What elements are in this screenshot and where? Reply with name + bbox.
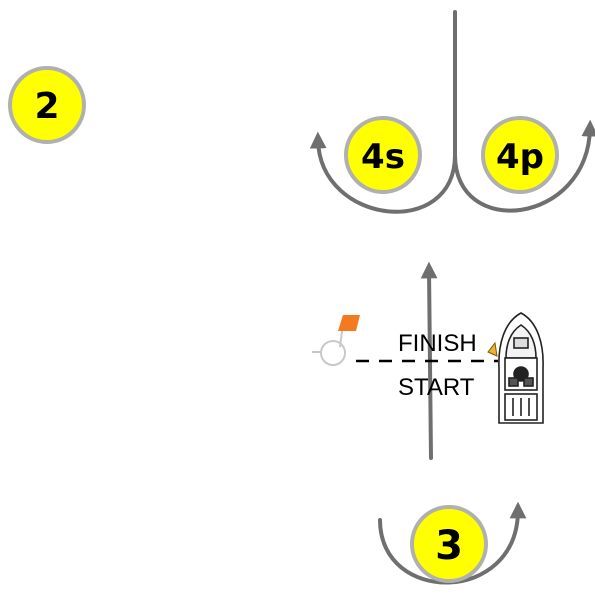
flag-icon xyxy=(338,315,360,348)
turn-4p-path xyxy=(453,119,595,213)
top-turn-paths xyxy=(309,10,595,214)
marker-4s-badge: 4s xyxy=(344,116,422,194)
marker-3-badge: 3 xyxy=(410,505,488,583)
marker-4p-label: 4p xyxy=(496,137,544,177)
straight-path-arrow xyxy=(420,261,438,460)
finish-label: FINISH xyxy=(398,330,477,357)
marker-2-badge: 2 xyxy=(8,66,86,144)
marker-4s-label: 4s xyxy=(361,137,405,177)
start-label: START xyxy=(398,374,475,401)
buoy-icon xyxy=(312,340,346,366)
marker-2-label: 2 xyxy=(34,86,59,127)
marker-3-label: 3 xyxy=(435,523,463,569)
boat-icon xyxy=(487,312,544,424)
turn-4s-path xyxy=(309,131,457,214)
marker-4p-badge: 4p xyxy=(481,116,559,194)
